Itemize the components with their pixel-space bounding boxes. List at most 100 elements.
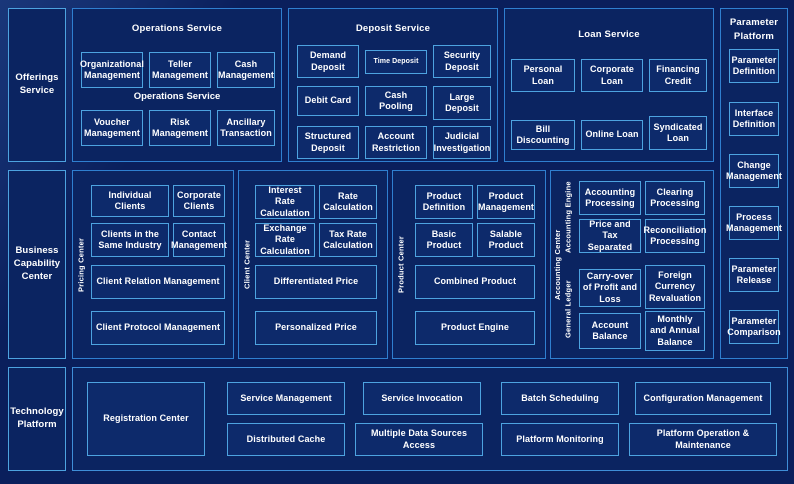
tile-account-restriction[interactable]: Account Restriction	[365, 126, 427, 159]
tile-security-deposit[interactable]: Security Deposit	[433, 45, 491, 78]
tile-label: Price and Tax Separated	[587, 219, 633, 252]
panel-general-ledger-sub-label: General Ledger	[563, 280, 573, 338]
tile-bill-discounting[interactable]: Bill Discounting	[511, 120, 575, 150]
tile-label: Clearing Processing	[650, 186, 700, 208]
tile-label: Account Restriction	[371, 131, 421, 153]
tile-large-deposit[interactable]: Large Deposit	[433, 86, 491, 120]
tile-label: Teller Management	[152, 58, 209, 80]
tile-clearing-processing[interactable]: Clearing Processing	[645, 181, 705, 215]
tile-rate-calculation[interactable]: Rate Calculation	[319, 185, 377, 219]
tile-online-loan[interactable]: Online Loan	[581, 120, 643, 150]
tile-parameter-release[interactable]: Parameter Release	[729, 258, 779, 292]
tile-demand-deposit[interactable]: Demand Deposit	[297, 45, 359, 78]
tile-label: Online Loan	[585, 129, 639, 140]
tile-foreign-currency-revaluation[interactable]: Foreign Currency Revaluation	[645, 265, 705, 309]
tile-cash-management[interactable]: Cash Management	[217, 52, 275, 88]
tile-client-relation-management[interactable]: Client Relation Management	[91, 265, 225, 299]
tile-label: Platform Monitoring	[516, 433, 604, 444]
tile-interface-definition[interactable]: Interface Definition	[729, 102, 779, 136]
tile-interest-rate-calculation[interactable]: Interest Rate Calculation	[255, 185, 315, 219]
tile-teller-management[interactable]: Teller Management	[149, 52, 211, 88]
tile-corporate-clients[interactable]: Corporate Clients	[173, 185, 225, 217]
tile-label: Multiple Data Sources Access	[370, 428, 468, 450]
tile-product-engine[interactable]: Product Engine	[415, 311, 535, 345]
tile-platform-monitoring[interactable]: Platform Monitoring	[501, 423, 619, 456]
panel-parameter-platform-title-line2: Platform	[733, 31, 775, 42]
tile-differentiated-price[interactable]: Differentiated Price	[255, 265, 377, 299]
sidebar-item-offerings-service[interactable]: Offerings Service	[8, 8, 66, 162]
tile-label: Security Deposit	[443, 50, 481, 72]
tile-syndicated-loan[interactable]: Syndicated Loan	[649, 116, 707, 150]
sidebar-item-technology-platform[interactable]: Technology Platform	[8, 367, 66, 471]
tile-service-invocation[interactable]: Service Invocation	[363, 382, 481, 415]
tile-label: Client Protocol Management	[95, 322, 221, 333]
tile-individual-clients[interactable]: Individual Clients	[91, 185, 169, 217]
tile-label: Registration Center	[103, 413, 189, 424]
tile-structured-deposit[interactable]: Structured Deposit	[297, 126, 359, 159]
tile-parameter-definition[interactable]: Parameter Definition	[729, 49, 779, 83]
panel-pricing-center-vertical-label: Pricing Center	[76, 237, 86, 292]
tile-label: Corporate Clients	[177, 189, 221, 211]
tile-contact-management[interactable]: Contact Management	[171, 223, 228, 257]
tile-basic-product[interactable]: Basic Product	[415, 223, 473, 257]
tile-label: Personalized Price	[275, 322, 357, 333]
panel-parameter-platform: Parameter Platform Parameter Definition …	[720, 8, 788, 359]
tile-salable-product[interactable]: Salable Product	[477, 223, 535, 257]
tile-change-management[interactable]: Change Management	[726, 154, 783, 188]
tile-label: Tax Rate Calculation	[323, 228, 373, 250]
tile-combined-product[interactable]: Combined Product	[415, 265, 535, 299]
tile-personal-loan[interactable]: Personal Loan	[511, 59, 575, 92]
tile-ancillary-transaction[interactable]: Ancillary Transaction	[217, 110, 275, 146]
tile-distributed-cache[interactable]: Distributed Cache	[227, 423, 345, 456]
tile-cash-pooling[interactable]: Cash Pooling	[365, 86, 427, 116]
tile-client-protocol-management[interactable]: Client Protocol Management	[91, 311, 225, 345]
panel-loan-service-title: Loan Service	[578, 29, 640, 40]
tile-label: Batch Scheduling	[521, 392, 599, 403]
tile-debit-card[interactable]: Debit Card	[297, 86, 359, 116]
tile-service-management[interactable]: Service Management	[227, 382, 345, 415]
tile-label: Cash Management	[218, 58, 275, 80]
tile-label: Foreign Currency Revaluation	[648, 270, 702, 303]
tile-product-management[interactable]: Product Management	[477, 185, 535, 219]
tile-reconciliation-processing[interactable]: Reconciliation Processing	[644, 219, 706, 253]
tile-organizational-management[interactable]: Organizational Management	[80, 52, 144, 88]
tile-label: Contact Management	[171, 228, 228, 250]
panel-accounting-center: Accounting Center Accounting Engine Gene…	[550, 170, 714, 359]
tile-risk-management[interactable]: Risk Management	[149, 110, 211, 146]
tile-label: Rate Calculation	[323, 190, 373, 212]
sidebar-item-business-capability-center[interactable]: Business Capability Center	[8, 170, 66, 359]
tile-accounting-processing[interactable]: Accounting Processing	[579, 181, 641, 215]
tile-time-deposit[interactable]: Time Deposit	[365, 50, 427, 74]
tile-carry-over-of-profit-and-loss[interactable]: Carry-over of Profit and Loss	[579, 269, 641, 307]
tile-label: Carry-over of Profit and Loss	[582, 271, 638, 304]
tile-process-management[interactable]: Process Management	[726, 206, 782, 240]
tile-label: Individual Clients	[108, 189, 152, 211]
tile-product-definition[interactable]: Product Definition	[415, 185, 473, 219]
tile-account-balance[interactable]: Account Balance	[579, 313, 641, 349]
tile-batch-scheduling[interactable]: Batch Scheduling	[501, 382, 619, 415]
tile-monthly-and-annual-balance[interactable]: Monthly and Annual Balance	[645, 311, 705, 351]
tile-registration-center[interactable]: Registration Center	[87, 382, 205, 456]
tile-judicial-investigation[interactable]: Judicial Investigation	[433, 126, 491, 159]
tile-label: Voucher Management	[84, 116, 141, 138]
tile-parameter-comparison[interactable]: Parameter Comparison	[727, 310, 781, 344]
panel-operations-service: Operations Service Operations Service Or…	[72, 8, 282, 162]
tile-platform-operation-and-maintenance[interactable]: Platform Operation & Maintenance	[629, 423, 777, 456]
tile-voucher-management[interactable]: Voucher Management	[81, 110, 143, 146]
tile-personalized-price[interactable]: Personalized Price	[255, 311, 377, 345]
tile-corporate-loan[interactable]: Corporate Loan	[581, 59, 643, 92]
panel-parameter-platform-title-line1: Parameter	[729, 17, 779, 28]
panel-product-center-vertical-label: Product Center	[396, 236, 406, 293]
tile-configuration-management[interactable]: Configuration Management	[635, 382, 771, 415]
tile-clients-in-the-same-industry[interactable]: Clients in the Same Industry	[91, 223, 169, 257]
tile-multiple-data-sources-access[interactable]: Multiple Data Sources Access	[355, 423, 483, 456]
tile-label: Change Management	[726, 159, 783, 181]
tile-exchange-rate-calculation[interactable]: Exchange Rate Calculation	[255, 223, 315, 257]
tile-label: Corporate Loan	[590, 64, 634, 86]
tile-label: Ancillary Transaction	[220, 116, 272, 138]
tile-tax-rate-calculation[interactable]: Tax Rate Calculation	[319, 223, 377, 257]
tile-label: Time Deposit	[373, 57, 419, 65]
tile-label: Basic Product	[426, 228, 462, 250]
tile-financing-credit[interactable]: Financing Credit	[649, 59, 707, 92]
tile-price-and-tax-separated[interactable]: Price and Tax Separated	[579, 219, 641, 253]
